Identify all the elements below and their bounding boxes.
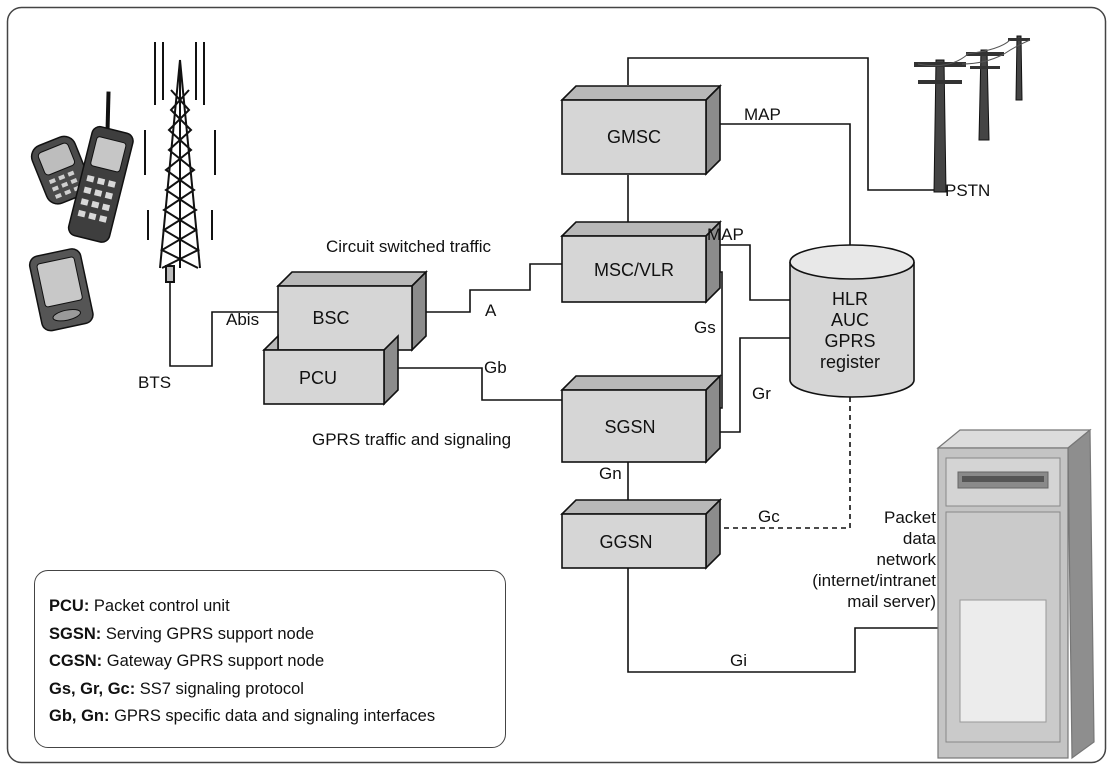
svg-text:network: network [876, 550, 936, 569]
gn-interface-label: Gn [599, 464, 622, 483]
svg-text:Packet: Packet [884, 508, 936, 527]
legend-row-ss7: Gs, Gr, Gc: SS7 signaling protocol [49, 679, 304, 698]
svg-text:(internet/intranet: (internet/intranet [812, 571, 936, 590]
sgsn-hlr-gr-line [706, 337, 790, 433]
cell-phone-icon [67, 91, 134, 243]
pda-icon [28, 248, 94, 332]
sgsn-box: SGSN [560, 374, 722, 464]
map-label-msc: MAP [707, 225, 744, 244]
bsc-msc-a-line [412, 263, 562, 313]
hlr-database: HLR AUC GPRS register [789, 244, 915, 398]
gmsc-box: GMSC [560, 84, 722, 176]
ggsn-label: GGSN [599, 532, 652, 552]
map-label-top: MAP [744, 105, 781, 124]
gmsc-hlr-map-line [706, 123, 851, 256]
hlr-label-2: AUC [831, 310, 869, 330]
outer-frame [6, 6, 1107, 764]
pstn-label: PSTN [945, 181, 990, 200]
msc-vlr-label: MSC/VLR [594, 260, 674, 280]
bts-label: BTS [138, 373, 171, 392]
gc-interface-label: Gc [758, 507, 780, 526]
legend-box: PCU: Packet control unit SGSN: Serving G… [34, 570, 506, 748]
gr-interface-label: Gr [752, 384, 771, 403]
a-interface-label: A [485, 301, 497, 320]
bts-bsc-abis-line [169, 280, 278, 367]
msc-hlr-map-line [706, 244, 790, 301]
packet-network-label: Packet data network (internet/intranet m… [812, 508, 936, 611]
pcu-label: PCU [299, 368, 337, 388]
gs-interface-label: Gs [694, 318, 716, 337]
gi-interface-label: Gi [730, 651, 747, 670]
interface-labels: MAP MAP A Abis Gb Gs Gr Gn Gc Gi BTS PST… [138, 105, 990, 670]
hlr-label-3: GPRS [824, 331, 875, 351]
legend-row-cgsn: CGSN: Gateway GPRS support node [49, 652, 325, 670]
svg-text:data: data [903, 529, 937, 548]
ggsn-server-gi-line [627, 568, 938, 673]
legend-row-gprs: Gb, Gn: GPRS specific data and signaling… [49, 707, 436, 725]
sgsn-label: SGSN [604, 417, 655, 437]
abis-interface-label: Abis [226, 310, 259, 329]
legend-row-sgsn: SGSN: Serving GPRS support node [49, 624, 315, 643]
svg-text:mail server): mail server) [847, 592, 936, 611]
gb-interface-label: Gb [484, 358, 507, 377]
ggsn-hlr-gc-line [706, 390, 851, 529]
ggsn-box: GGSN [560, 498, 722, 570]
server-icon [936, 428, 1095, 760]
hlr-label-4: register [820, 352, 880, 372]
mobile-phone-icon [30, 135, 92, 205]
hlr-label-1: HLR [832, 289, 868, 309]
bsc-box: BSC [276, 270, 428, 352]
bts-tower-icon [144, 42, 216, 283]
gprs-caption: GPRS traffic and signaling [312, 430, 511, 449]
msc-vlr-box: MSC/VLR [560, 220, 722, 304]
circuit-caption: Circuit switched traffic [326, 237, 492, 256]
gmsc-label: GMSC [607, 127, 661, 147]
legend-row-pcu: PCU: Packet control unit [49, 597, 230, 615]
gmsc-pstn-line [627, 57, 938, 191]
bsc-label: BSC [312, 308, 349, 328]
pcu-sgsn-gb-line [398, 367, 562, 401]
pstn-poles-icon [914, 35, 1031, 193]
pcu-box: PCU [262, 334, 399, 406]
